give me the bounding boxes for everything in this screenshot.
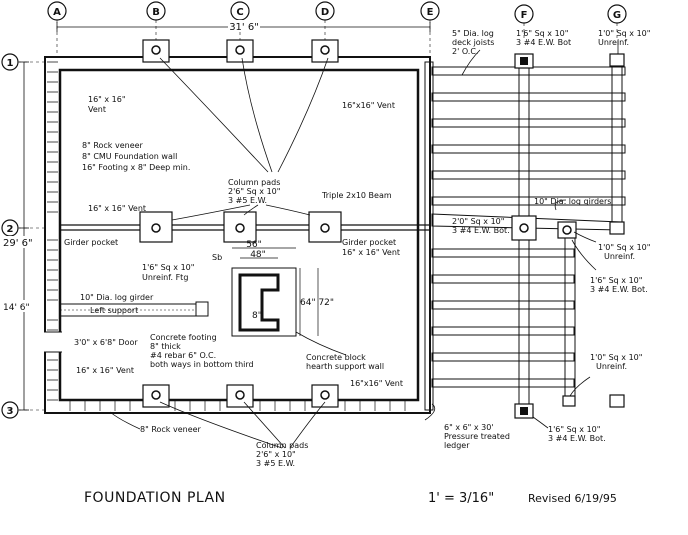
column-pads-top	[142, 39, 339, 63]
vent-label-top-right: 16"x16" Vent	[342, 101, 395, 110]
overall-width-label: 31' 6"	[229, 22, 259, 33]
grid-col-f: F	[521, 10, 528, 21]
column-pads-bottom-rebar: 3 #5 E.W.	[256, 459, 295, 468]
drawing-scale: 1' = 3/16"	[428, 491, 494, 506]
ftg-g2-size: 1'0" Sq x 10"	[598, 243, 650, 252]
ftg-f1-size: 1'6" Sq x 10"	[516, 29, 568, 38]
deck-joists-label-3: 2' O.C.	[452, 47, 478, 56]
column-pads-bottom-label: Column pads	[256, 441, 308, 450]
column-pads-middle	[139, 211, 342, 243]
sb-label: Sb	[212, 253, 222, 262]
vent-label-bottom-right: 16"x16" Vent	[350, 379, 403, 388]
ftg-f1-rebar: 3 #4 E.W. Bot	[516, 38, 571, 47]
hearth-width-56: 56"	[246, 240, 262, 250]
grid-row-3: 3	[7, 406, 14, 417]
vent-label-left-2: 16" x 16" Vent	[88, 204, 146, 213]
dimension-overall-depth: 29' 6" 14' 6"	[2, 61, 34, 411]
log-girder-label: 10" Dia. log girder	[80, 293, 154, 302]
grid-row-2: 2	[7, 224, 14, 235]
grid-col-b: B	[152, 7, 160, 18]
concrete-footing-label-1: Concrete footing	[150, 333, 217, 342]
column-pads-bottom-size: 2'6" x 10"	[256, 450, 296, 459]
door-label: 3'0" x 6'8" Door	[74, 338, 138, 347]
vent-label-left-1: 16" x 16"	[88, 95, 126, 104]
grid-col-d: D	[321, 7, 329, 18]
hearth-width-48: 48"	[250, 250, 266, 260]
deck-joists-label-2: deck joists	[452, 38, 494, 47]
concrete-footing-label-3: #4 rebar 6" O.C.	[150, 351, 216, 360]
hearth-height: 64" 72"	[300, 298, 334, 308]
hearth-wall-label-2: hearth support wall	[306, 362, 384, 371]
girder-pocket-left-label: Girder pocket	[64, 238, 118, 247]
rock-veneer-label: 8" Rock veneer	[82, 141, 144, 150]
door-opening	[44, 331, 62, 353]
ftg-f3-size: 1'6" Sq x 10"	[548, 425, 600, 434]
annotations: 16" x 16" Vent 8" Rock veneer 8" CMU Fou…	[64, 29, 650, 468]
ledger-label-1: 6" x 6" x 30'	[444, 423, 494, 432]
leader-lines	[109, 57, 436, 449]
log-girders-label: 10" Dia. log girders	[534, 197, 611, 206]
ftg-g1-unreinf: Unreinf.	[598, 38, 629, 47]
column-pads-bottom	[142, 384, 339, 408]
footing-label: 16" Footing x 8" Deep min.	[82, 163, 190, 172]
title-block: FOUNDATION PLAN 1' = 3/16" Revised 6/19/…	[84, 490, 617, 506]
rock-veneer-bottom-label: 8" Rock veneer	[140, 425, 202, 434]
vent-label-left-3: 16" x 16" Vent	[76, 366, 134, 375]
column-pads-top-size: 2'6" Sq x 10"	[228, 187, 280, 196]
unreinf-ftg-size: 1'6" Sq x 10"	[142, 263, 194, 272]
lower-depth-label: 14' 6"	[3, 303, 30, 313]
deck-joists-label-1: 5" Dia. log	[452, 29, 494, 38]
ftg-f2-size: 1'6" Sq x 10"	[590, 276, 642, 285]
column-pads-top-rebar: 3 #5 E.W.	[228, 196, 267, 205]
ftg-g1-size: 1'0" Sq x 10"	[598, 29, 650, 38]
ftg-mid-rebar: 3 #4 E.W. Bot.	[452, 226, 510, 235]
hearth-support: 56" 48" 64" 72" 8"	[231, 240, 334, 337]
hearth-wall-label-1: Concrete block	[306, 353, 366, 362]
drawing-title: FOUNDATION PLAN	[84, 490, 226, 506]
cmu-wall-label: 8" CMU Foundation wall	[82, 152, 177, 161]
column-pads-top-label: Column pads	[228, 178, 280, 187]
grid-bubbles-columns: A B C D E F G	[47, 1, 627, 24]
hearth-inner-dim: 8"	[252, 311, 262, 321]
revision-date: Revised 6/19/95	[528, 492, 617, 505]
girder-pocket-right-label: Girder pocket	[342, 238, 396, 247]
grid-col-e: E	[427, 7, 434, 18]
grid-lines	[18, 20, 618, 411]
grid-row-1: 1	[7, 58, 14, 69]
unreinf-ftg-label: Unreinf. Ftg	[142, 273, 188, 282]
ledger-label-2: Pressure treated	[444, 432, 510, 441]
ftg-f3-rebar: 3 #4 E.W. Bot.	[548, 434, 606, 443]
triple-beam-label: Triple 2x10 Beam	[321, 191, 392, 200]
ftg-g3-size: 1'0" Sq x 10"	[590, 353, 642, 362]
ledger-label-3: ledger	[444, 441, 470, 450]
concrete-footing-label-4: both ways in bottom third	[150, 360, 254, 369]
grid-col-c: C	[236, 7, 243, 18]
left-support-label: Left support	[90, 306, 138, 315]
concrete-footing-label-2: 8" thick	[150, 342, 181, 351]
grid-col-a: A	[53, 7, 61, 18]
ftg-mid-size: 2'0" Sq x 10"	[452, 217, 504, 226]
ftg-f2-rebar: 3 #4 E.W. Bot.	[590, 285, 648, 294]
vent-label-mid-right: 16" x 16" Vent	[342, 248, 400, 257]
deck-structure	[424, 40, 626, 429]
overall-depth-label: 29' 6"	[3, 238, 33, 249]
ftg-g2-unreinf: Unreinf.	[604, 252, 635, 261]
dimension-overall-width: 31' 6"	[56, 20, 431, 33]
vent-label-left-1b: Vent	[88, 105, 106, 114]
grid-col-g: G	[613, 10, 621, 21]
ftg-g3-unreinf: Unreinf.	[596, 362, 627, 371]
left-support	[59, 301, 209, 317]
